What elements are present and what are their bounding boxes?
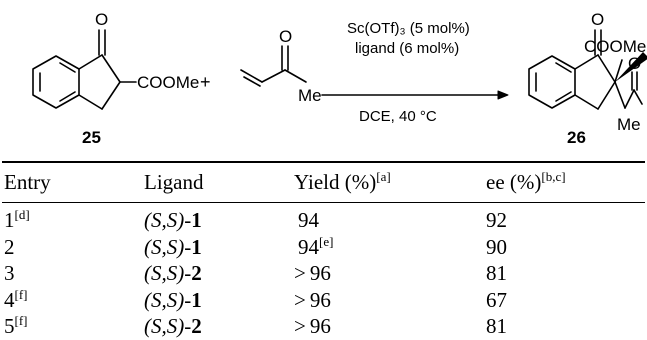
cell-yield: 94[e] bbox=[298, 233, 334, 259]
cell-entry: 3 bbox=[4, 261, 15, 286]
product-26-structure bbox=[528, 29, 643, 110]
table-row: 1[d] (S,S)-1 94 92 bbox=[2, 203, 645, 234]
reactant-ketone-o: O bbox=[95, 10, 108, 29]
mvk-methyl-label: Me bbox=[298, 86, 322, 105]
table-row: 2 (S,S)-1 94[e] 90 bbox=[2, 234, 645, 261]
header-ligand: Ligand bbox=[142, 161, 292, 203]
stereo-wedge-bond bbox=[615, 52, 647, 82]
cell-ee: 90 bbox=[486, 234, 507, 259]
reaction-scheme: O COOMe + O Me Sc(OTf)₃ (5 mol%) ligand … bbox=[32, 10, 647, 147]
cell-entry: 2 bbox=[4, 234, 15, 259]
cell-ligand: (S,S)-1 bbox=[144, 208, 202, 233]
cell-entry: 1[d] bbox=[4, 207, 30, 233]
header-entry: Entry bbox=[2, 161, 142, 203]
cell-entry: 4[f] bbox=[4, 286, 28, 312]
table-header-row: Entry Ligand Yield (%)[a] ee (%)[b,c] bbox=[2, 161, 645, 203]
reactant-25-structure bbox=[32, 29, 137, 110]
header-yield: Yield (%)[a] bbox=[292, 161, 484, 203]
catalyst-label: Sc(OTf)₃ (5 mol%) bbox=[347, 20, 470, 37]
cell-entry: 5[f] bbox=[4, 313, 28, 339]
compound-number-26: 26 bbox=[567, 128, 586, 147]
compound-number-25: 25 bbox=[82, 128, 101, 147]
methyl-vinyl-ketone-structure bbox=[240, 45, 307, 87]
product-ketone-o: O bbox=[591, 10, 604, 29]
results-table-container: Entry Ligand Yield (%)[a] ee (%)[b,c] 1[… bbox=[2, 161, 645, 340]
cell-ee: 81 bbox=[486, 314, 507, 339]
cell-yield: >96 bbox=[294, 314, 331, 339]
results-table: Entry Ligand Yield (%)[a] ee (%)[b,c] 1[… bbox=[2, 161, 645, 340]
cell-ligand: (S,S)-2 bbox=[144, 261, 202, 286]
cell-ee: 67 bbox=[486, 287, 507, 312]
product-ester-label: COOMe bbox=[584, 37, 646, 56]
cell-ligand: (S,S)-1 bbox=[144, 234, 202, 259]
cell-yield: >96 bbox=[294, 287, 331, 312]
reactant-ester-label: COOMe bbox=[137, 73, 199, 92]
cell-ee: 92 bbox=[486, 208, 507, 233]
product-ketone-oxygen: O bbox=[628, 54, 641, 73]
product-methyl-label: Me bbox=[617, 115, 641, 134]
cell-ligand: (S,S)-2 bbox=[144, 314, 202, 339]
mvk-oxygen: O bbox=[279, 27, 292, 46]
cell-ee: 81 bbox=[486, 261, 507, 286]
table-row: 4[f] (S,S)-1 >96 67 bbox=[2, 287, 645, 314]
plus-sign: + bbox=[200, 72, 211, 92]
ligand-loading-label: ligand (6 mol%) bbox=[355, 40, 459, 57]
conditions-label: DCE, 40 °C bbox=[359, 108, 437, 125]
cell-yield: >96 bbox=[294, 261, 331, 286]
cell-ligand: (S,S)-1 bbox=[144, 287, 202, 312]
table-row: 5[f] (S,S)-2 >96 81 bbox=[2, 313, 645, 340]
header-ee: ee (%)[b,c] bbox=[484, 161, 645, 203]
cell-yield: 94 bbox=[298, 208, 319, 233]
table-row: 3 (S,S)-2 >96 81 bbox=[2, 260, 645, 287]
